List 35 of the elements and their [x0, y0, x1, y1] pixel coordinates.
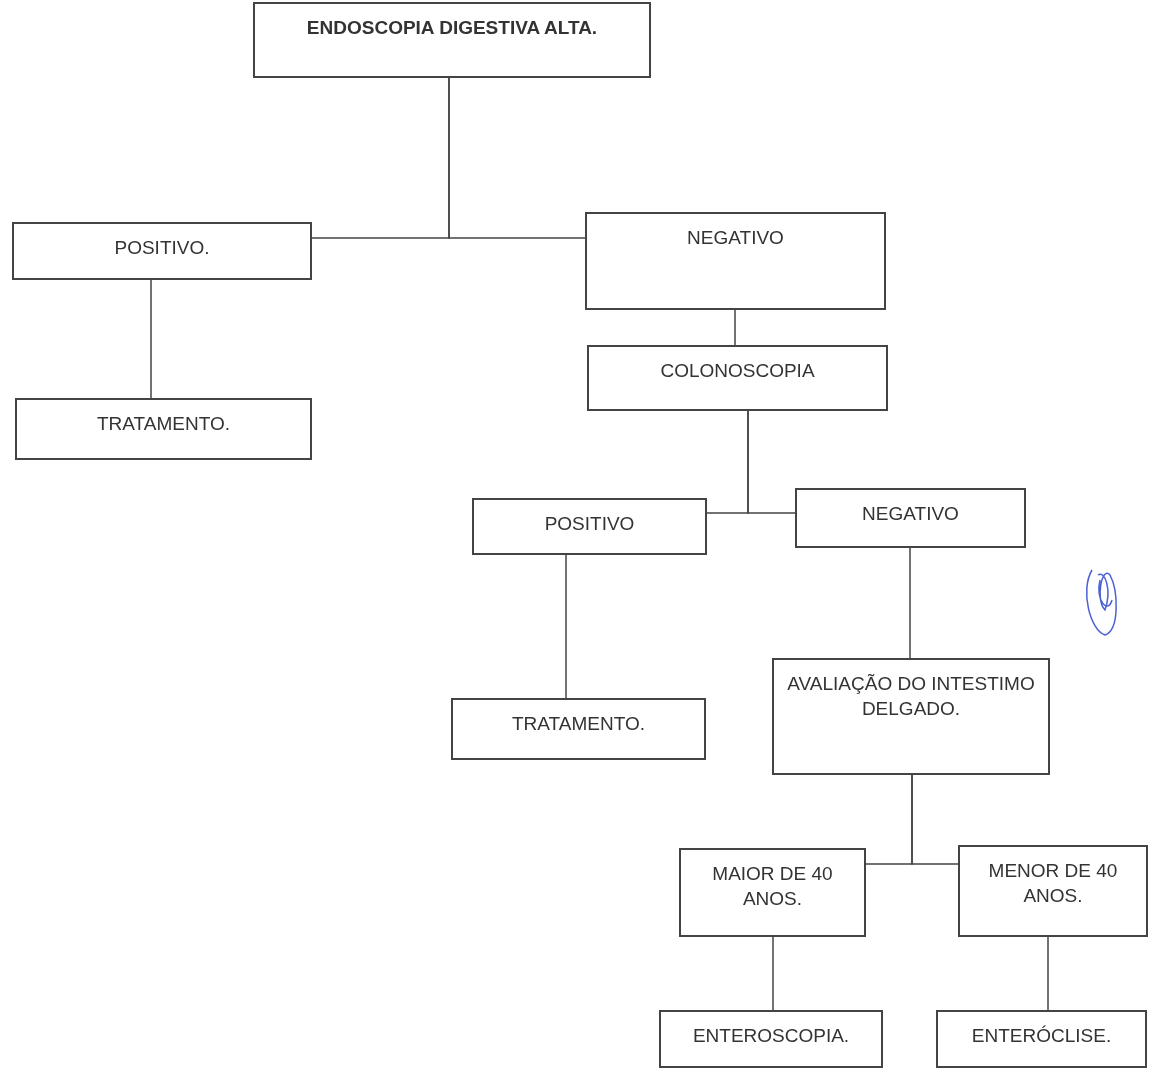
box-label: POSITIVO: [544, 512, 635, 536]
connector-line: [565, 554, 567, 699]
box-label: COLONOSCOPIA: [660, 359, 815, 383]
process-box: [679, 848, 866, 937]
connector-line: [747, 410, 796, 514]
connector-line: [150, 279, 152, 399]
process-box: [585, 212, 886, 310]
connector-line: [911, 774, 959, 865]
process-box: [15, 398, 312, 460]
process-box: [472, 498, 707, 555]
process-box: [936, 1010, 1147, 1068]
process-box: [659, 1010, 883, 1068]
connector-line: [1047, 936, 1049, 1011]
box-label: TRATAMENTO.: [512, 712, 645, 736]
process-box: [12, 222, 312, 280]
box-label: NEGATIVO: [687, 226, 784, 250]
box-label: ENTERÓCLISE.: [971, 1024, 1112, 1048]
connector-line: [734, 309, 736, 346]
process-box: [451, 698, 706, 760]
box-label: ENDOSCOPIA DIGESTIVA ALTA.: [306, 16, 598, 40]
connector-line: [909, 547, 911, 659]
process-box: [958, 845, 1148, 937]
process-box: [253, 2, 651, 78]
box-label: TRATAMENTO.: [97, 412, 230, 436]
box-label: POSITIVO.: [114, 236, 210, 260]
connector-line: [772, 936, 774, 1011]
connector-line: [448, 77, 586, 239]
box-label: NEGATIVO: [862, 502, 959, 526]
box-label: AVALIAÇÃO DO INTESTIMO DELGADO.: [786, 672, 1036, 721]
box-label: ENTEROSCOPIA.: [692, 1024, 850, 1048]
process-box: [795, 488, 1026, 548]
box-label: MAIOR DE 40 ANOS.: [711, 862, 834, 911]
box-label: MENOR DE 40 ANOS.: [987, 859, 1119, 908]
process-box: [772, 658, 1050, 775]
process-box: [587, 345, 888, 411]
